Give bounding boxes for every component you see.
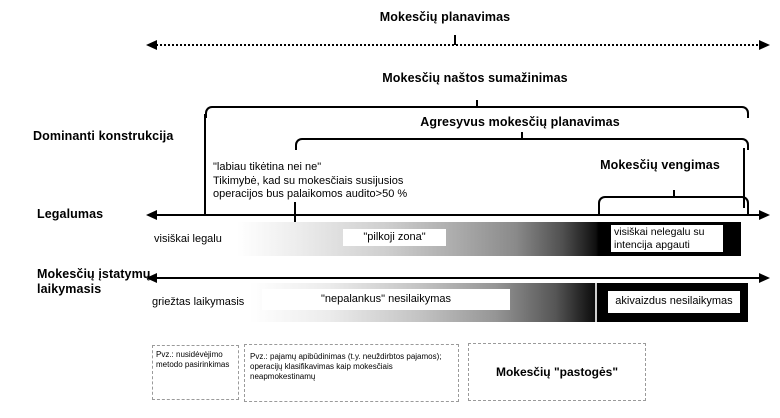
compliance-bar-divider (595, 283, 597, 322)
dashed-line (156, 44, 760, 46)
tax-burden-bracket (205, 106, 749, 118)
totally-illegal-box: visiškai nelegalu su intencija apgauti (609, 223, 725, 254)
title-tax-evasion: Mokesčių vengimas (600, 158, 720, 172)
tax-burden-bracket-left-descender (204, 114, 206, 216)
grey-zone-box: "pilkoji zona" (343, 229, 446, 246)
compliance-arrow-left-head-icon (146, 273, 157, 283)
tax-evasion-bracket (598, 196, 749, 215)
title-aggressive-tax-planning: Agresyvus mokesčių planavimas (420, 115, 620, 129)
example-box-income-classification: Pvz.: pajamų apibūdinimas (t.y. neuždirb… (244, 344, 459, 402)
example-box-tax-shelters: Mokesčių "pastogės" (468, 343, 646, 401)
title-tax-burden-reduction: Mokesčių naštos sumažinimas (382, 71, 568, 85)
arrow-right-head-icon (759, 40, 770, 50)
legality-spectrum-bar: visiškai legalu "pilkoji zona" visiškai … (148, 222, 741, 256)
label-tax-law-compliance: Mokesčių įstatymų laikymasis (37, 267, 151, 296)
legality-axis-line (156, 214, 760, 216)
probability-note: "labiau tikėtina nei ne" Tikimybė, kad s… (213, 161, 473, 202)
probability-note-line1: "labiau tikėtina nei ne" (213, 161, 322, 173)
title-tax-planning: Mokesčių planavimas (379, 10, 511, 24)
bracket-right-descender (743, 148, 745, 208)
compliance-arrow-right-head-icon (759, 273, 770, 283)
legality-left-label: visiškai legalu (152, 232, 236, 247)
label-dominant-construction: Dominanti konstrukcija (33, 129, 174, 143)
arrow-left-head-icon (146, 40, 157, 50)
example-box-depreciation: Pvz.: nusidėvėjimo metodo pasirinkimas (152, 345, 239, 400)
probability-note-line2: Tikimybė, kad su mokesčiais susijusios (213, 174, 404, 187)
obvious-noncompliance-box: akivaizdus nesilaikymas (606, 289, 742, 315)
label-legality: Legalumas (37, 207, 104, 221)
aggressive-planning-bracket (295, 138, 749, 150)
unfavourable-noncompliance-box: "nepalankus" nesilaikymas (262, 289, 510, 310)
legality-arrow-left-head-icon (146, 210, 157, 220)
compliance-spectrum-bar: griežtas laikymasis "nepalankus" nesilai… (148, 283, 748, 322)
compliance-axis-line (156, 277, 760, 279)
legality-arrow-right-head-icon (759, 210, 770, 220)
center-tick (454, 35, 456, 45)
probability-note-line3: operacijos bus palaikomos audito>50 % (213, 188, 408, 200)
compliance-left-label: griežtas laikymasis (152, 296, 245, 308)
